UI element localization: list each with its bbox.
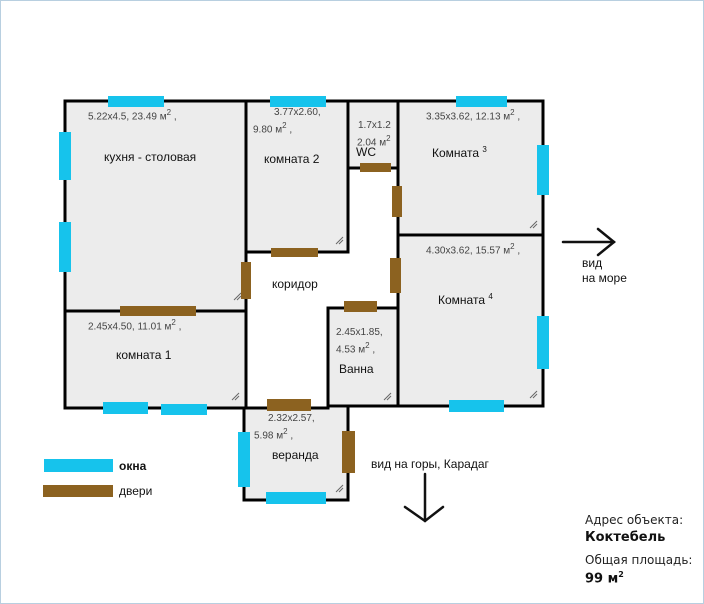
door-room3 xyxy=(392,186,402,217)
room4-name: Комната 4 xyxy=(438,292,493,307)
bath-dims-a: 2.45x1.85, xyxy=(336,327,383,338)
veranda-name: веранда xyxy=(272,448,319,462)
kitchen-name: кухня - столовая xyxy=(104,150,197,164)
room3-name: Комната 3 xyxy=(432,145,487,160)
window-room2-top xyxy=(270,96,326,107)
room3-dims: 3.35x3.62, 12.13 м2 , xyxy=(426,108,521,123)
door-veranda-top xyxy=(267,399,311,411)
veranda-floor xyxy=(245,408,348,499)
door-room4 xyxy=(390,258,401,293)
doors xyxy=(120,163,402,473)
window-room4-bottom xyxy=(449,400,504,412)
room2-name: комната 2 xyxy=(264,152,320,166)
legend-door-label: двери xyxy=(119,484,153,498)
window-room1-bottom-2 xyxy=(161,404,207,415)
door-bath xyxy=(344,301,377,312)
legend-window-label: окна xyxy=(119,459,147,473)
wc-name: WC xyxy=(356,145,376,159)
door-room2-corridor xyxy=(271,248,318,257)
window-veranda-bottom xyxy=(266,492,326,504)
kitchen-floor xyxy=(66,102,245,310)
kitchen-dims: 5.22x4.5, 23.49 м2 , xyxy=(88,108,177,123)
window-room4-right xyxy=(537,316,549,369)
sea-view-line1: вид xyxy=(582,256,603,270)
wc-floor xyxy=(350,102,397,168)
corner-marks xyxy=(231,220,538,493)
door-kitchen-corridor xyxy=(241,262,251,299)
door-veranda-right xyxy=(342,431,355,473)
arrow-right-icon xyxy=(561,227,616,257)
address-label: Адрес объекта: xyxy=(585,513,684,527)
room1-floor xyxy=(66,312,245,407)
room4-dims: 4.30x3.62, 15.57 м2 , xyxy=(426,242,521,257)
window-room3-right xyxy=(537,145,549,195)
room4-floor xyxy=(399,237,542,405)
room2-dims-b: 9.80 м2 , xyxy=(253,121,293,136)
room3-floor xyxy=(399,102,542,234)
arrow-down-icon xyxy=(403,472,445,523)
window-kitchen-top xyxy=(108,96,164,107)
veranda-dims-a: 2.32x2.57, xyxy=(268,413,315,424)
room2-dims-a: 3.77x2.60, xyxy=(274,107,321,118)
wc-dims-a: 1.7x1.2 xyxy=(358,120,391,131)
windows xyxy=(59,96,549,504)
door-kitchen-room1 xyxy=(120,306,196,316)
address-value: Коктебель xyxy=(585,530,666,545)
door-wc xyxy=(360,163,391,172)
room1-name: комната 1 xyxy=(116,348,172,362)
window-veranda-left xyxy=(238,432,250,487)
bath-floor xyxy=(329,310,397,405)
corridor-name: коридор xyxy=(272,277,318,291)
mountain-view-label: вид на горы, Карадаг xyxy=(371,457,489,471)
window-kitchen-left-2 xyxy=(59,222,71,272)
bath-dims-b: 4.53 м2 , xyxy=(336,341,376,356)
bath-name: Ванна xyxy=(339,362,374,376)
window-kitchen-left-1 xyxy=(59,132,71,180)
legend-window-swatch xyxy=(44,459,113,472)
sea-view-line2: на море xyxy=(582,271,627,285)
room2-floor xyxy=(247,102,348,251)
wc-dims-b: 2.04 м2 xyxy=(357,134,391,149)
area-value: 99 м2 xyxy=(585,570,624,587)
area-label: Общая площадь: xyxy=(585,553,693,567)
window-room1-bottom-1 xyxy=(103,402,148,414)
legend-door-swatch xyxy=(43,485,113,497)
window-room3-top xyxy=(456,96,507,107)
veranda-dims-b: 5.98 м2 , xyxy=(254,427,294,442)
room1-dims: 2.45x4.50, 11.01 м2 , xyxy=(88,318,182,333)
